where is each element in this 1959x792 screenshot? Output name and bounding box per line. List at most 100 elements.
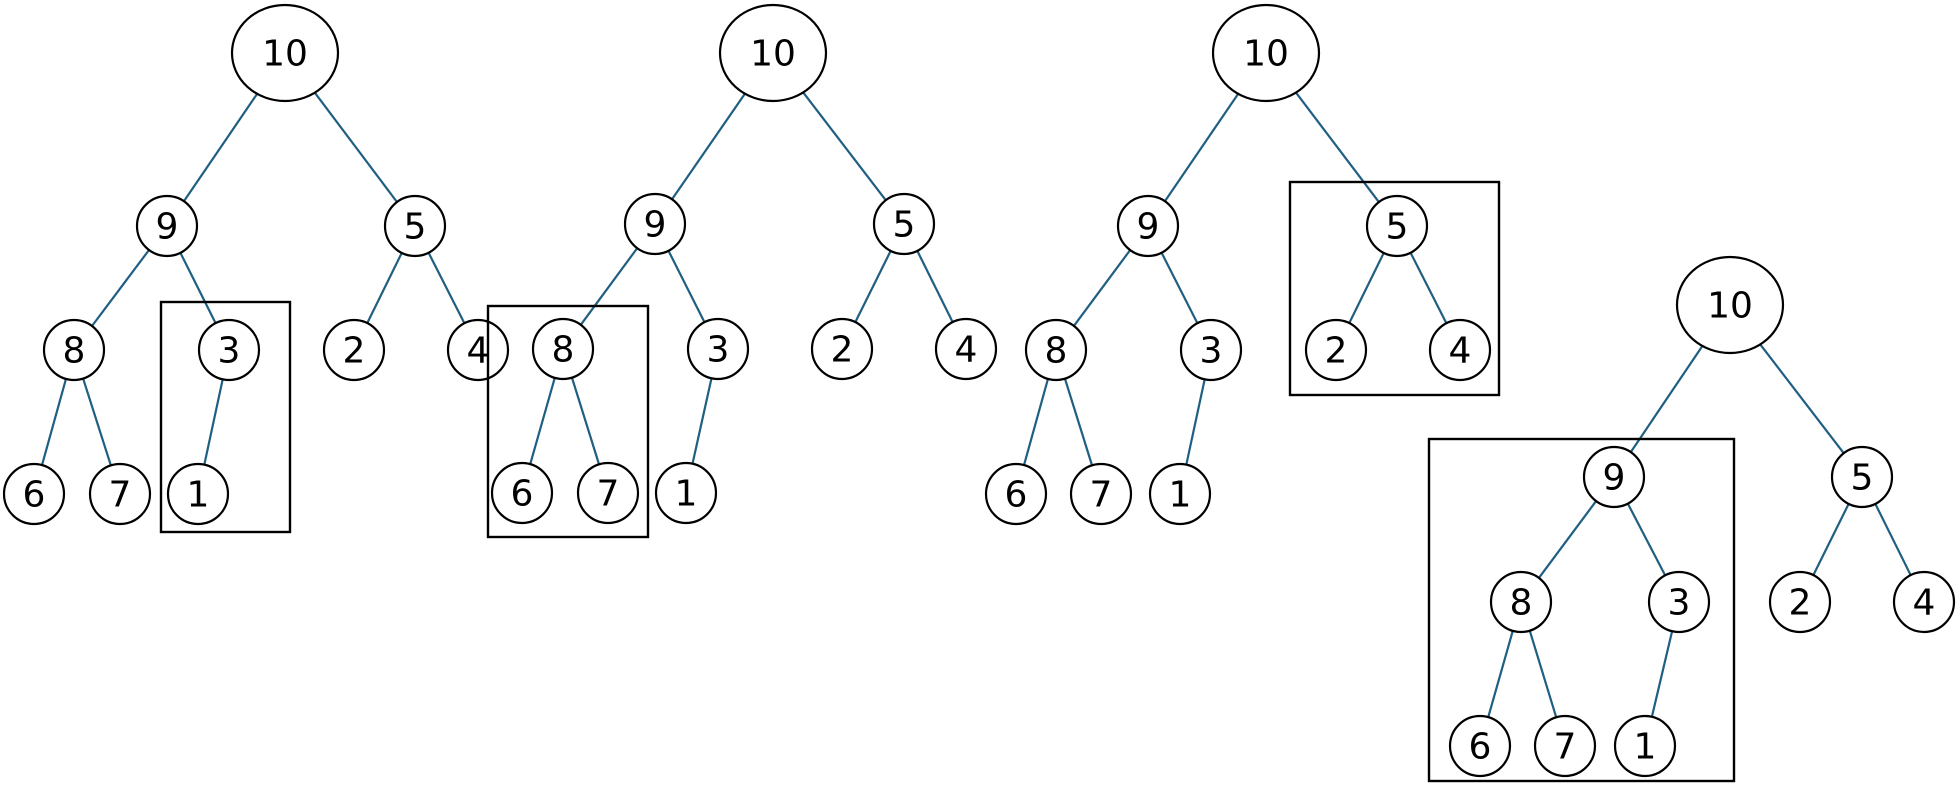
node-label: 9 xyxy=(1137,207,1160,248)
tree-3-edge xyxy=(1185,379,1206,465)
node-circle xyxy=(686,317,750,381)
tree-4-node-1: 1 xyxy=(1613,714,1677,778)
tree-2-edge xyxy=(671,93,746,200)
tree-3-node-5: 5 xyxy=(1365,194,1429,258)
node-circle xyxy=(1582,445,1646,509)
node-label: 8 xyxy=(63,331,86,372)
node-circle xyxy=(135,194,199,258)
tree-4-node-7: 7 xyxy=(1533,714,1597,778)
tree-4-edge xyxy=(1874,503,1912,576)
tree-1-highlight-box xyxy=(159,300,292,534)
tree-1-edge xyxy=(182,93,259,202)
tree-3-edge xyxy=(1063,378,1094,466)
tree-3-node-10: 10 xyxy=(1211,3,1321,103)
node-circle xyxy=(1489,570,1553,634)
node-label: 1 xyxy=(1634,727,1657,768)
tree-1-edge xyxy=(203,379,224,465)
node-label: 2 xyxy=(831,330,854,371)
tree-3-edge xyxy=(1409,252,1448,324)
node-label: 9 xyxy=(644,205,667,246)
tree-2-node-6: 6 xyxy=(490,461,554,525)
node-label: 3 xyxy=(218,331,241,372)
node-label: 4 xyxy=(467,331,490,372)
node-circle xyxy=(1428,318,1492,382)
tree-2-edge xyxy=(691,378,713,464)
node-label: 5 xyxy=(404,207,427,248)
node-label: 3 xyxy=(707,330,730,371)
tree-1-node-4: 4 xyxy=(446,318,510,382)
tree-4-edge xyxy=(1629,345,1704,453)
tree-3-edge xyxy=(1295,91,1380,203)
tree-2-edge xyxy=(802,91,887,201)
tree-1-node-8: 8 xyxy=(42,318,106,382)
tree-4-highlight-box xyxy=(1427,437,1736,783)
node-circle xyxy=(654,461,718,525)
tree-2-edge xyxy=(916,250,954,323)
tree-4-node-5: 5 xyxy=(1830,445,1894,509)
tree-3-edge xyxy=(1022,378,1050,466)
tree-2-node-3: 3 xyxy=(686,317,750,381)
node-label: 4 xyxy=(955,330,978,371)
node-circle xyxy=(1830,445,1894,509)
tree-1-node-9: 9 xyxy=(135,194,199,258)
node-circle xyxy=(322,318,386,382)
tree-3-edge xyxy=(1348,252,1385,324)
node-label: 2 xyxy=(1789,583,1812,624)
node-circle xyxy=(1448,714,1512,778)
node-circle xyxy=(872,192,936,256)
node-label: 1 xyxy=(675,474,698,515)
node-circle xyxy=(1647,570,1711,634)
tree-4-node-8: 8 xyxy=(1489,570,1553,634)
node-label: 4 xyxy=(1449,331,1472,372)
tree-2-node-7: 7 xyxy=(576,461,640,525)
node-circle xyxy=(1533,714,1597,778)
node-label: 1 xyxy=(187,475,210,516)
node-label: 8 xyxy=(1510,583,1533,624)
tree-2-edge xyxy=(854,250,892,323)
node-label: 10 xyxy=(262,34,308,75)
tree-2-node-9: 9 xyxy=(623,192,687,256)
node-circle xyxy=(623,192,687,256)
tree-2-node-4: 4 xyxy=(934,317,998,381)
tree-1-edge xyxy=(179,252,217,324)
tree-1-node-10: 10 xyxy=(230,3,340,103)
node-label: 5 xyxy=(893,205,916,246)
node-circle xyxy=(1148,462,1212,526)
node-circle xyxy=(984,462,1048,526)
node-circle xyxy=(1024,318,1088,382)
node-label: 2 xyxy=(343,331,366,372)
tree-3-edge xyxy=(1160,252,1199,324)
tree-2-node-5: 5 xyxy=(872,192,936,256)
node-circle xyxy=(718,3,828,103)
tree-4-node-10: 10 xyxy=(1675,255,1785,355)
boxes-layer xyxy=(159,180,1736,783)
node-circle xyxy=(446,318,510,382)
node-label: 5 xyxy=(1851,458,1874,499)
node-label: 8 xyxy=(1045,331,1068,372)
tree-3-node-6: 6 xyxy=(984,462,1048,526)
tree-1-node-6: 6 xyxy=(2,462,66,526)
tree-2-node-1: 1 xyxy=(654,461,718,525)
tree-3-edge xyxy=(1072,249,1132,327)
tree-2-node-8: 8 xyxy=(531,317,595,381)
node-label: 5 xyxy=(1386,207,1409,248)
node-circle xyxy=(42,318,106,382)
tree-4-edge xyxy=(1626,503,1667,576)
node-circle xyxy=(1768,570,1832,634)
tree-1-node-1: 1 xyxy=(166,462,230,526)
tree-4-edge xyxy=(1759,343,1845,454)
node-circle xyxy=(810,317,874,381)
node-circle xyxy=(576,461,640,525)
tree-1-node-5: 5 xyxy=(383,194,447,258)
node-label: 7 xyxy=(1090,475,1113,516)
node-label: 2 xyxy=(1325,331,1348,372)
tree-3-node-7: 7 xyxy=(1069,462,1133,526)
node-circle xyxy=(1892,570,1956,634)
tree-1-edge xyxy=(313,92,398,203)
tree-3-highlight-box xyxy=(1288,180,1501,397)
tree-4-edge xyxy=(1487,630,1514,718)
node-label: 6 xyxy=(1469,727,1492,768)
node-label: 4 xyxy=(1913,583,1936,624)
